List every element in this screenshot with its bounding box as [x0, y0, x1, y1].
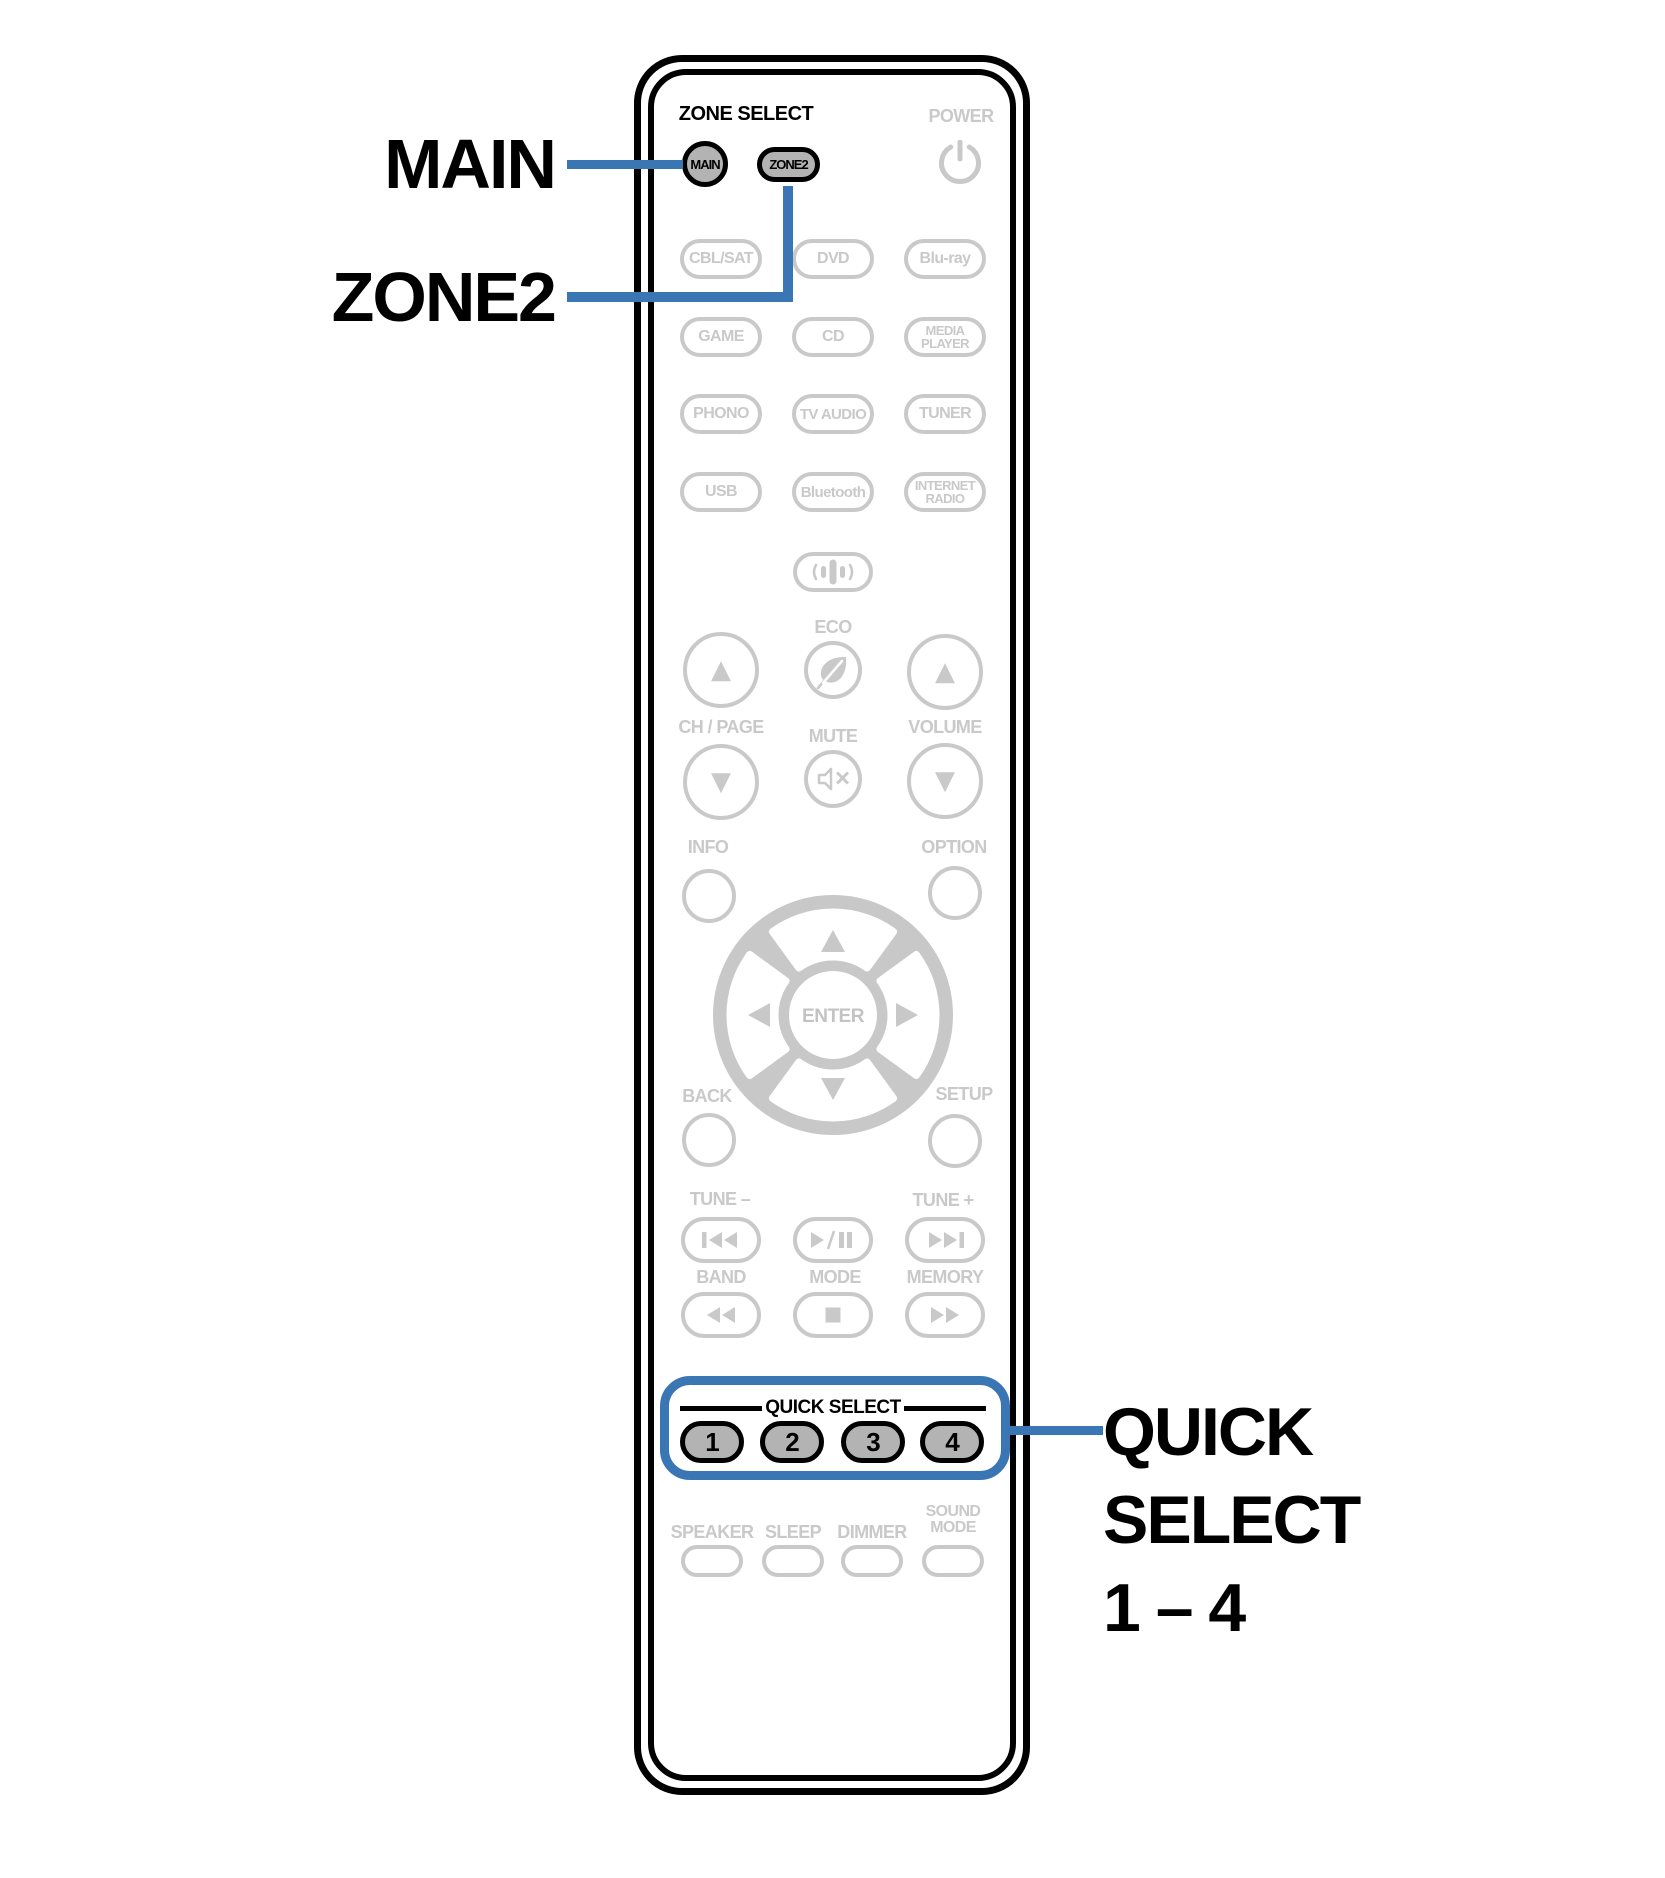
- source-button-cbl-sat[interactable]: CBL/SAT: [680, 239, 762, 279]
- cursor-down-icon: [821, 1078, 845, 1100]
- sleep-label: SLEEP: [764, 1522, 822, 1542]
- up-triangle-icon: ▲: [935, 657, 955, 687]
- dimmer-label: DIMMER: [837, 1522, 907, 1542]
- zone2-button[interactable]: ZONE2: [757, 147, 820, 182]
- tune-plus-label: TUNE +: [912, 1190, 975, 1210]
- source-button-internet-radio[interactable]: INTERNET RADIO: [904, 472, 986, 512]
- sleep-button[interactable]: [762, 1545, 824, 1577]
- quick-select-rule-right: [904, 1406, 986, 1411]
- quick-select-callout-label: QUICK SELECT 1 – 4: [1103, 1388, 1361, 1652]
- mute-speaker-icon: [817, 767, 850, 791]
- fast-forward-icon: [931, 1307, 959, 1323]
- source-button-tv-audio[interactable]: TV AUDIO: [792, 394, 874, 434]
- zone-select-heading: ZONE SELECT: [678, 103, 814, 125]
- eco-label: ECO: [814, 617, 852, 637]
- play-pause-button[interactable]: [793, 1217, 873, 1263]
- mode-label: MODE: [809, 1267, 861, 1287]
- quick-select-callout-line1: QUICK: [1103, 1394, 1314, 1470]
- enter-button[interactable]: [789, 971, 877, 1059]
- main-callout-label: MAIN: [384, 125, 557, 203]
- volume-up-button[interactable]: ▲: [907, 634, 983, 710]
- mute-button[interactable]: [804, 750, 862, 808]
- zone2-callout-line-horizontal: [567, 292, 793, 302]
- source-button-blu-ray[interactable]: Blu-ray: [904, 239, 986, 279]
- quick-select-highlight-box: [660, 1376, 1010, 1480]
- sound-mode-button[interactable]: [922, 1545, 984, 1577]
- source-button-game[interactable]: GAME: [680, 317, 762, 357]
- source-button-usb[interactable]: USB: [680, 472, 762, 512]
- zone2-callout-label: ZONE2: [331, 258, 557, 336]
- ch-page-label: CH / PAGE: [678, 717, 764, 737]
- quick-select-1-button[interactable]: 1: [680, 1421, 744, 1463]
- power-button[interactable]: [937, 140, 983, 186]
- source-button-media-player[interactable]: MEDIA PLAYER: [904, 317, 986, 357]
- channel-up-button[interactable]: ▲: [683, 632, 759, 708]
- quick-select-rule-left: [680, 1406, 762, 1411]
- quick-select-callout-line2: SELECT: [1103, 1482, 1361, 1558]
- fast-forward-button[interactable]: [905, 1292, 985, 1338]
- down-triangle-icon: ▼: [711, 767, 731, 797]
- sound-mode-label: SOUND MODE: [925, 1503, 981, 1536]
- skip-back-button[interactable]: [681, 1217, 761, 1263]
- quick-select-3-button[interactable]: 3: [841, 1421, 905, 1463]
- cursor-right-icon: [896, 1003, 918, 1027]
- skip-back-icon: [702, 1232, 737, 1248]
- speaker-button[interactable]: [681, 1545, 743, 1577]
- audio-wave-icon: [812, 559, 854, 585]
- source-button-dvd[interactable]: DVD: [792, 239, 874, 279]
- cursor-pad[interactable]: ENTER: [711, 893, 955, 1137]
- leaf-icon: [816, 656, 847, 690]
- down-triangle-icon: ▼: [935, 766, 955, 796]
- mute-label: MUTE: [808, 726, 858, 746]
- source-button-tuner[interactable]: TUNER: [904, 394, 986, 434]
- stop-icon: [825, 1307, 841, 1323]
- memory-label: MEMORY: [906, 1267, 984, 1287]
- play-pause-icon: [811, 1230, 852, 1250]
- setup-button[interactable]: [928, 1114, 982, 1168]
- option-label: OPTION: [921, 837, 987, 857]
- zone2-callout-line-vertical: [783, 186, 793, 302]
- cursor-left-icon: [748, 1003, 770, 1027]
- back-label: BACK: [682, 1086, 732, 1106]
- channel-down-button[interactable]: ▼: [683, 744, 759, 820]
- quick-select-2-button[interactable]: 2: [760, 1421, 824, 1463]
- source-button-bluetooth[interactable]: Bluetooth: [792, 472, 874, 512]
- main-callout-line: [567, 160, 683, 169]
- info-button[interactable]: [682, 869, 736, 923]
- quick-select-callout-line3: 1 – 4: [1103, 1570, 1246, 1646]
- back-button[interactable]: [682, 1113, 736, 1167]
- speaker-label: SPEAKER: [670, 1522, 754, 1542]
- audio-button[interactable]: [793, 552, 873, 592]
- enter-button-label: ENTER: [802, 1006, 865, 1027]
- quick-select-4-button[interactable]: 4: [920, 1421, 984, 1463]
- source-button-cd[interactable]: CD: [792, 317, 874, 357]
- skip-forward-icon: [929, 1232, 964, 1248]
- eco-button[interactable]: [804, 641, 862, 699]
- setup-label: SETUP: [935, 1084, 993, 1104]
- source-button-phono[interactable]: PHONO: [680, 394, 762, 434]
- main-button[interactable]: MAIN: [682, 141, 728, 187]
- rewind-button[interactable]: [681, 1292, 761, 1338]
- info-label: INFO: [687, 837, 729, 857]
- power-icon: [939, 140, 981, 185]
- quick-select-heading: QUICK SELECT: [765, 1397, 901, 1418]
- volume-label: VOLUME: [908, 717, 982, 737]
- option-button[interactable]: [928, 866, 982, 920]
- up-triangle-icon: ▲: [711, 655, 731, 685]
- quick-select-callout-line: [1008, 1426, 1103, 1435]
- cursor-up-icon: [821, 930, 845, 952]
- dimmer-button[interactable]: [841, 1545, 903, 1577]
- stop-button[interactable]: [793, 1292, 873, 1338]
- power-label: POWER: [928, 106, 994, 126]
- volume-down-button[interactable]: ▼: [907, 743, 983, 819]
- tune-minus-label: TUNE –: [689, 1189, 751, 1209]
- skip-forward-button[interactable]: [905, 1217, 985, 1263]
- band-label: BAND: [696, 1267, 746, 1287]
- rewind-icon: [707, 1307, 735, 1323]
